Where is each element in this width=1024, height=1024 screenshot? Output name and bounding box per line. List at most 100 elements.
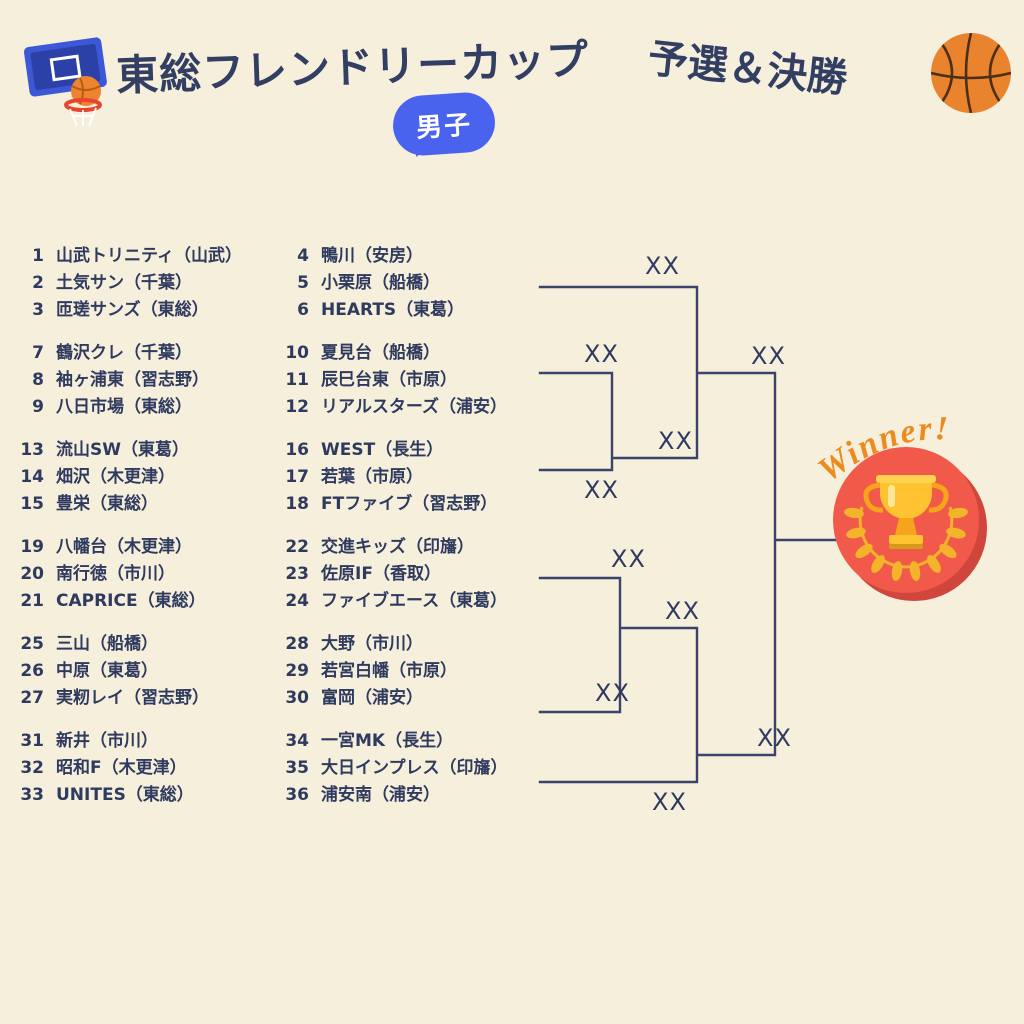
team-name: 山武トリニティ（山武） <box>56 246 242 266</box>
placeholder-xx-semi-top: XX <box>751 342 786 370</box>
team-name: 若宮白幡（市原） <box>321 661 457 681</box>
placeholder-xx-a: XX <box>645 252 680 280</box>
team-number: 13 <box>20 440 44 460</box>
team-number: 16 <box>285 440 309 460</box>
team-row: 4 鴨川（安房） <box>283 243 508 270</box>
team-name: 三山（船橋） <box>56 634 158 654</box>
team-number: 26 <box>20 661 44 681</box>
team-number: 28 <box>285 634 309 654</box>
team-number: 15 <box>20 494 44 514</box>
placeholder-xx-d: XX <box>611 545 646 573</box>
team-name: 富岡（浦安） <box>321 688 423 708</box>
team-number: 30 <box>285 688 309 708</box>
team-name: 流山SW（東葛） <box>56 440 189 460</box>
team-row: 13 流山SW（東葛） <box>18 437 242 464</box>
trophy-icon <box>863 475 949 549</box>
team-name: 鶴沢クレ（千葉） <box>56 343 192 363</box>
team-name: 小栗原（船橋） <box>321 273 440 293</box>
team-row: 7 鶴沢クレ（千葉） <box>18 340 242 367</box>
team-number: 6 <box>297 300 309 320</box>
team-number: 4 <box>297 246 309 266</box>
badge-circle <box>833 447 979 593</box>
placeholder-xx-de: XX <box>665 597 700 625</box>
team-number: 5 <box>297 273 309 293</box>
team-name: 畑沢（木更津） <box>56 467 175 487</box>
placeholder-xx-semi-bottom: XX <box>757 724 792 752</box>
basketball-hoop-icon <box>20 34 120 136</box>
laurel-wreath-icon <box>844 506 968 581</box>
team-row: 30 富岡（浦安） <box>283 685 508 712</box>
team-number: 27 <box>20 688 44 708</box>
team-row: 8 袖ヶ浦東（習志野） <box>18 367 242 394</box>
team-name: 鴨川（安房） <box>321 246 423 266</box>
winner-label: Winner! <box>811 410 948 489</box>
placeholder-xx-f: XX <box>652 788 687 816</box>
team-number: 2 <box>32 273 44 293</box>
team-name: 昭和F（木更津） <box>56 758 187 778</box>
team-number: 10 <box>285 343 309 363</box>
team-number: 24 <box>285 591 309 611</box>
team-row: 10 夏見台（船橋） <box>283 340 508 367</box>
team-number: 32 <box>20 758 44 778</box>
team-name: ファイブエース（東葛） <box>321 591 508 611</box>
team-number: 19 <box>20 537 44 557</box>
placeholder-xx-c: XX <box>584 476 619 504</box>
team-name: 夏見台（船橋） <box>321 343 440 363</box>
team-number: 9 <box>32 397 44 417</box>
team-number: 18 <box>285 494 309 514</box>
team-number: 17 <box>285 467 309 487</box>
team-name: 八日市場（東総） <box>56 397 192 417</box>
placeholder-xx-bc: XX <box>658 427 693 455</box>
team-group: 4 鴨川（安房） 5 小栗原（船橋） 6 HEARTS（東葛） <box>283 243 508 324</box>
team-number: 34 <box>285 731 309 751</box>
team-number: 3 <box>32 300 44 320</box>
team-row: 5 小栗原（船橋） <box>283 270 508 297</box>
tournament-title: 東総フレンドリーカップ <box>115 34 590 101</box>
basketball-seams <box>931 33 1011 113</box>
team-name: 土気サン（千葉） <box>56 273 192 293</box>
team-name: WEST（長生） <box>321 440 444 460</box>
team-number: 8 <box>32 370 44 390</box>
division-label: 男子 <box>415 109 474 144</box>
basketball-body <box>931 33 1011 113</box>
team-name: HEARTS（東葛） <box>321 300 465 320</box>
team-name: 辰巳台東（市原） <box>321 370 457 390</box>
team-name: 佐原IF（香取） <box>321 564 441 584</box>
winner-badge: Winner! <box>811 410 987 601</box>
placeholder-xx-e: XX <box>595 679 630 707</box>
team-name: 袖ヶ浦東（習志野） <box>56 370 209 390</box>
team-number: 7 <box>32 343 44 363</box>
team-row: 32 昭和F（木更津） <box>18 755 242 782</box>
basketball-graphic <box>931 33 1011 113</box>
team-row: 24 ファイブエース（東葛） <box>283 588 508 615</box>
team-group: 7 鶴沢クレ（千葉） 8 袖ヶ浦東（習志野） 9 八日市場（東総） <box>18 340 242 421</box>
team-number: 20 <box>20 564 44 584</box>
net <box>69 107 97 127</box>
backboard-target <box>49 54 82 82</box>
